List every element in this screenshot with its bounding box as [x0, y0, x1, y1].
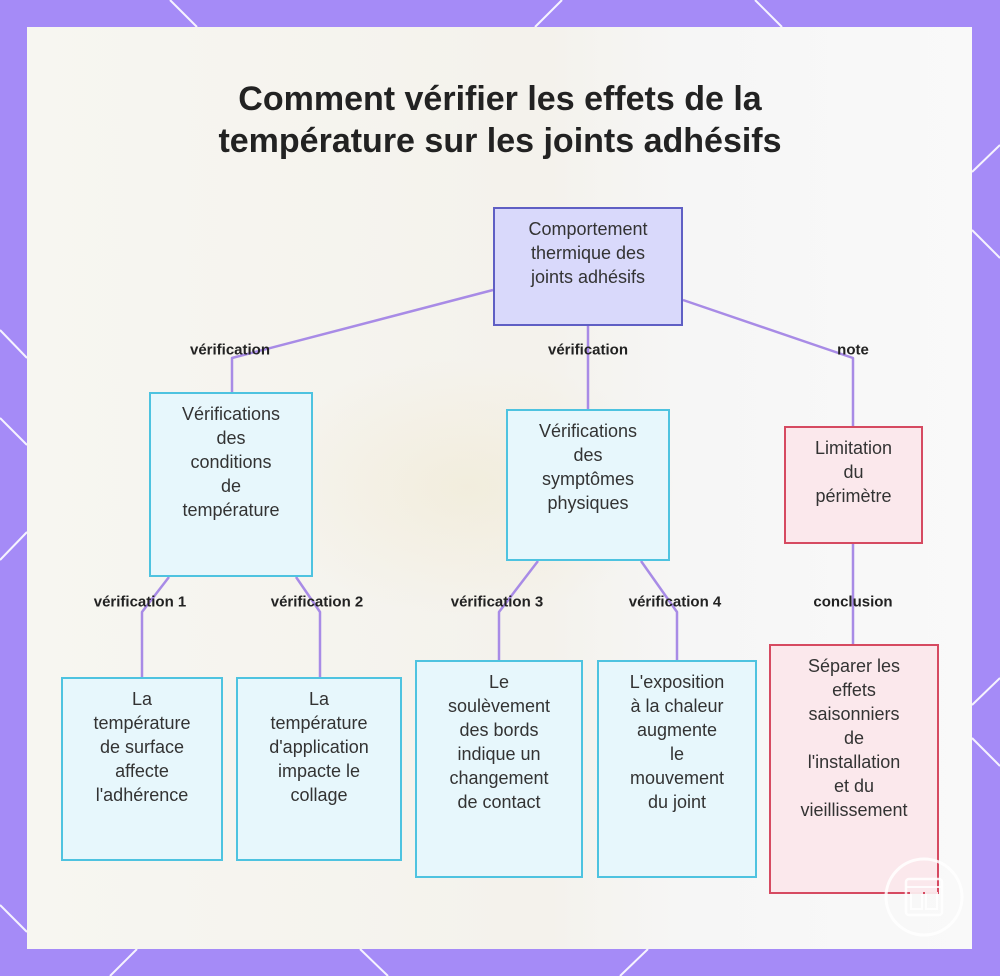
node-text-line: joints adhésifs: [530, 267, 646, 287]
node-text-line: saisonniers: [808, 704, 900, 724]
edge-label-cond-application: vérification 2: [270, 593, 364, 611]
node-text-line: périmètre: [815, 486, 892, 506]
node-text-line: thermique des: [530, 243, 646, 263]
edge-label-symp-soulevement: vérification 3: [450, 593, 544, 611]
node-text-line: le: [669, 744, 684, 764]
title-line-2: température sur les joints adhésifs: [218, 122, 782, 160]
node-text-line: Vérifications: [181, 404, 281, 424]
node-temperature-conditions: Vérifications des conditions de températ…: [149, 392, 313, 577]
node-text-line: La: [308, 689, 329, 709]
edge-symp-soulevement: [497, 560, 539, 660]
window-logo-icon: [884, 857, 964, 937]
node-text-line: l'installation: [807, 752, 901, 772]
edge-label-root-cond: vérification: [189, 341, 271, 359]
node-scope-limitation: Limitation du périmètre: [784, 426, 923, 544]
node-text-line: température: [93, 713, 191, 733]
node-text-line: vieillissement: [800, 800, 908, 820]
node-heat-exposure: L'exposition à la chaleur augmente le mo…: [597, 660, 757, 878]
node-text-line: température: [182, 500, 280, 520]
node-text-line: affecte: [115, 761, 169, 781]
edge-root-cond: [230, 288, 494, 392]
title-line-1: Comment vérifier les effets de la: [238, 80, 762, 118]
node-text-line: collage: [290, 785, 348, 805]
node-physical-symptoms: Vérifications des symptômes physiques: [506, 409, 670, 561]
node-text-line: La: [131, 689, 153, 709]
node-text-line: changement: [449, 768, 549, 788]
node-text-line: de: [843, 728, 864, 748]
page-title: Comment vérifier les effets de la tempér…: [0, 78, 1000, 162]
node-text-line: l'adhérence: [95, 785, 189, 805]
node-text-line: conditions: [190, 452, 272, 472]
node-text-line: soulèvement: [447, 696, 551, 716]
edge-label-root-symp: vérification: [547, 341, 629, 359]
node-text-line: mouvement: [629, 768, 725, 788]
edge-label-limit-separer: conclusion: [813, 593, 893, 611]
node-separate-effects: Séparer les effets saisonniers de l'inst…: [769, 644, 939, 894]
edge-label-root-limit: note: [837, 341, 869, 359]
node-text-line: du joint: [647, 792, 707, 812]
node-text-line: Séparer les: [807, 656, 901, 676]
node-text-line: des: [216, 428, 246, 448]
edge-root-limit: [682, 298, 855, 426]
node-text-line: augmente: [636, 720, 718, 740]
edge-symp-exposition: [639, 560, 679, 660]
edge-cond-application: [294, 576, 322, 677]
node-text-line: effets: [832, 680, 876, 700]
node-text-line: Le: [488, 672, 510, 692]
node-text-line: de surface: [99, 737, 185, 757]
node-text-line: d'application: [269, 737, 369, 757]
node-text-line: du: [843, 462, 864, 482]
node-surface-temperature: La température de surface affecte l'adhé…: [61, 677, 223, 861]
node-text-line: Vérifications: [538, 421, 638, 441]
node-text-line: des: [573, 445, 603, 465]
node-text-line: physiques: [547, 493, 629, 513]
node-text-line: impacte le: [277, 761, 361, 781]
node-text-line: température: [270, 713, 368, 733]
node-text-line: de: [220, 476, 241, 496]
node-edge-lifting: Le soulèvement des bords indique un chan…: [415, 660, 583, 878]
edge-cond-surface: [140, 576, 170, 677]
node-text-line: de contact: [457, 792, 541, 812]
node-text-line: symptômes: [541, 469, 634, 489]
node-text-line: à la chaleur: [630, 696, 724, 716]
edge-label-cond-surface: vérification 1: [93, 593, 187, 611]
node-text-line: et du: [833, 776, 875, 796]
node-text-line: L'exposition: [629, 672, 725, 692]
node-application-temperature: La température d'application impacte le …: [236, 677, 402, 861]
node-root-thermal-behavior: Comportement thermique des joints adhési…: [493, 207, 683, 326]
node-text-line: indique un: [457, 744, 541, 764]
edge-label-symp-exposition: vérification 4: [628, 593, 722, 611]
node-text-line: Comportement: [528, 219, 648, 239]
node-text-line: Limitation: [814, 438, 893, 458]
node-text-line: des bords: [459, 720, 539, 740]
